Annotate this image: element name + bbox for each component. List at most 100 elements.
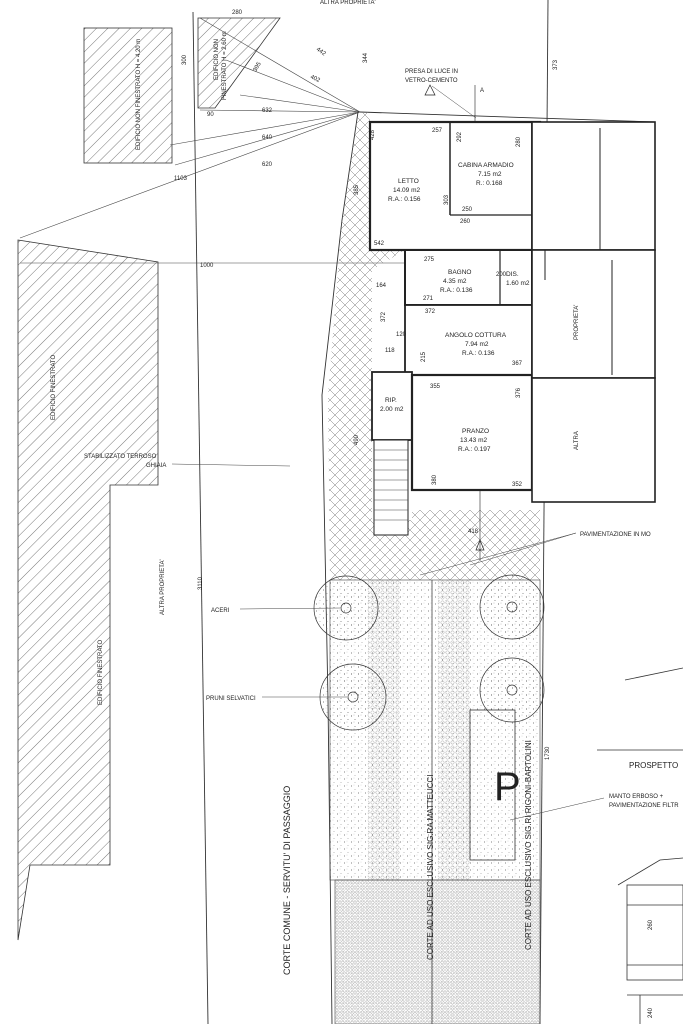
dim-label: 490 [354, 434, 360, 445]
skylight-label-2: VETRO-CEMENTO [405, 78, 458, 84]
dim-label: 620 [262, 162, 273, 168]
dim-label: 250 [462, 207, 473, 213]
dim-label: 373 [553, 59, 559, 70]
svg-text:CABINA ARMADIO: CABINA ARMADIO [458, 162, 514, 169]
svg-text:R.: 0.168: R.: 0.168 [476, 180, 503, 187]
other-property-label: ALTRA PROPRIETA' [160, 559, 166, 615]
svg-text:RIP.: RIP. [385, 397, 397, 404]
dim-label: 344 [363, 52, 369, 63]
room-ripostiglio: RIP. 2.00 m2 [380, 397, 404, 413]
right-property-label: PROPRIETA' [574, 305, 580, 340]
dim-label: 395 [253, 61, 264, 73]
parking-symbol: P [494, 765, 521, 809]
svg-text:R.A.: 0.136: R.A.: 0.136 [462, 350, 495, 357]
svg-text:14.09 m2: 14.09 m2 [393, 187, 420, 194]
dim-label: 260 [648, 919, 654, 930]
svg-text:LETTO: LETTO [398, 178, 419, 185]
building-non-windowed-2 [197, 17, 281, 109]
building-label-1: EDIFICIO NON FINESTRATO H = 4.20 m [136, 39, 142, 150]
dim-label: 215 [421, 351, 427, 362]
dim-label: 90 [207, 112, 214, 118]
dim-label: 303 [444, 194, 450, 205]
dim-label: 292 [457, 131, 463, 142]
dim-label: 355 [430, 384, 441, 390]
dim-label: 280 [232, 10, 243, 16]
windowed-building-label-2: EDIFICIO FINESTRATO [98, 640, 104, 705]
dim-label: 372 [425, 309, 436, 315]
lawn-label-2: PAVIMENTAZIONE FILTR [609, 803, 679, 809]
gravel-label-2: GHIAIA [146, 463, 166, 469]
dim-label: 1000 [200, 263, 214, 269]
svg-text:BAGNO: BAGNO [448, 269, 471, 276]
lawn-label-1: MANTO ERBOSO + [609, 794, 664, 800]
building-windowed [17, 239, 159, 941]
room-pranzo: PRANZO 13.43 m2 R.A.: 0.197 [458, 428, 491, 453]
common-court-label: CORTE COMUNE - SERVITU' DI PASSAGGIO [282, 786, 292, 975]
dim-label: 402 [309, 74, 321, 84]
svg-text:13.43 m2: 13.43 m2 [460, 437, 487, 444]
wild-plums-label: PRUNI SELVATICI [206, 696, 256, 702]
dim-label: 280 [516, 136, 522, 147]
dim-label: 3110 [198, 576, 204, 590]
dim-label: 380 [432, 474, 438, 485]
svg-text:2.00 m2: 2.00 m2 [380, 406, 404, 413]
building-label-2a: EDIFICIO NON [214, 39, 220, 80]
svg-text:PRANZO: PRANZO [462, 428, 489, 435]
room-bagno: BAGNO 4.35 m2 R.A.: 0.136 [440, 269, 473, 294]
building-label-2b: FINESTRATO H = 2.60 m [222, 31, 228, 100]
tree-wild-plum-2 [479, 657, 545, 723]
dim-label: 352 [512, 482, 523, 488]
courtyard-crosshatch [328, 112, 540, 580]
garden-area [329, 579, 541, 1024]
building-non-windowed-1 [83, 27, 173, 164]
dim-label: 1103 [174, 176, 188, 182]
top-cut-label: ALTRA PROPRIETA' [320, 0, 376, 6]
dim-label: 418 [468, 529, 479, 535]
paving-label: PAVIMENTAZIONE IN MO [580, 532, 651, 538]
tree-maple-2 [479, 574, 545, 640]
dim-label: 372 [381, 311, 387, 322]
dim-label: 271 [423, 296, 434, 302]
dim-label: 376 [516, 387, 522, 398]
floor-plan [368, 120, 656, 503]
dim-label: 542 [374, 241, 385, 247]
dim-label: 257 [432, 128, 443, 134]
dim-label: 1730 [545, 746, 551, 760]
distance-lines [19, 17, 410, 264]
svg-text:R.A.: 0.156: R.A.: 0.156 [388, 196, 421, 203]
svg-text:1.60 m2: 1.60 m2 [506, 280, 530, 287]
dim-label: 275 [424, 257, 435, 263]
dim-label: 428 [370, 129, 376, 140]
right-other-label: ALTRA [574, 431, 580, 450]
rigoni-court-label: CORTE AD USO ESCLUSIVO SIG.RI RIGONI-BAR… [524, 740, 533, 950]
svg-text:DIS.: DIS. [506, 271, 519, 278]
dim-label: 164 [376, 283, 387, 289]
dim-label: 120 [396, 332, 407, 338]
windowed-building-label-1: EDIFICIO FINESTRATO [51, 355, 57, 420]
room-disimpegno: DIS. 1.60 m2 [506, 271, 530, 287]
dim-label: 200 [496, 272, 507, 278]
tree-maple-1 [313, 575, 379, 641]
svg-text:4.35 m2: 4.35 m2 [443, 278, 467, 285]
svg-text:7.94 m2: 7.94 m2 [465, 341, 489, 348]
dim-label: 260 [460, 219, 471, 225]
elevation-sketch [597, 667, 683, 1024]
svg-text:R.A.: 0.136: R.A.: 0.136 [440, 287, 473, 294]
svg-text:R.A.: 0.197: R.A.: 0.197 [458, 446, 491, 453]
svg-text:7.15 m2: 7.15 m2 [478, 171, 502, 178]
svg-text:EDIFICIO NON FINESTRATO H = 4.: EDIFICIO NON FINESTRATO H = 4.20 m [136, 39, 142, 150]
skylight-label-1: PRESA DI LUCE IN [405, 69, 458, 75]
section-marker-bottom [475, 490, 485, 560]
dim-label: 385 [354, 184, 360, 195]
elevation-label: PROSPETTO [629, 761, 678, 770]
section-marker-top: A [424, 84, 484, 122]
dim-label: 367 [512, 361, 523, 367]
staircase [373, 439, 409, 536]
room-cabina-armadio: CABINA ARMADIO 7.15 m2 R.: 0.168 [458, 162, 514, 187]
room-letto: LETTO 14.09 m2 R.A.: 0.156 [388, 178, 421, 203]
dim-label: 240 [648, 1007, 654, 1018]
dim-label: 632 [262, 108, 273, 114]
room-angolo-cottura: ANGOLO COTTURA 7.94 m2 R.A.: 0.136 [445, 332, 507, 357]
gravel-label-1: STABILIZZATO TERROSO [84, 454, 157, 460]
